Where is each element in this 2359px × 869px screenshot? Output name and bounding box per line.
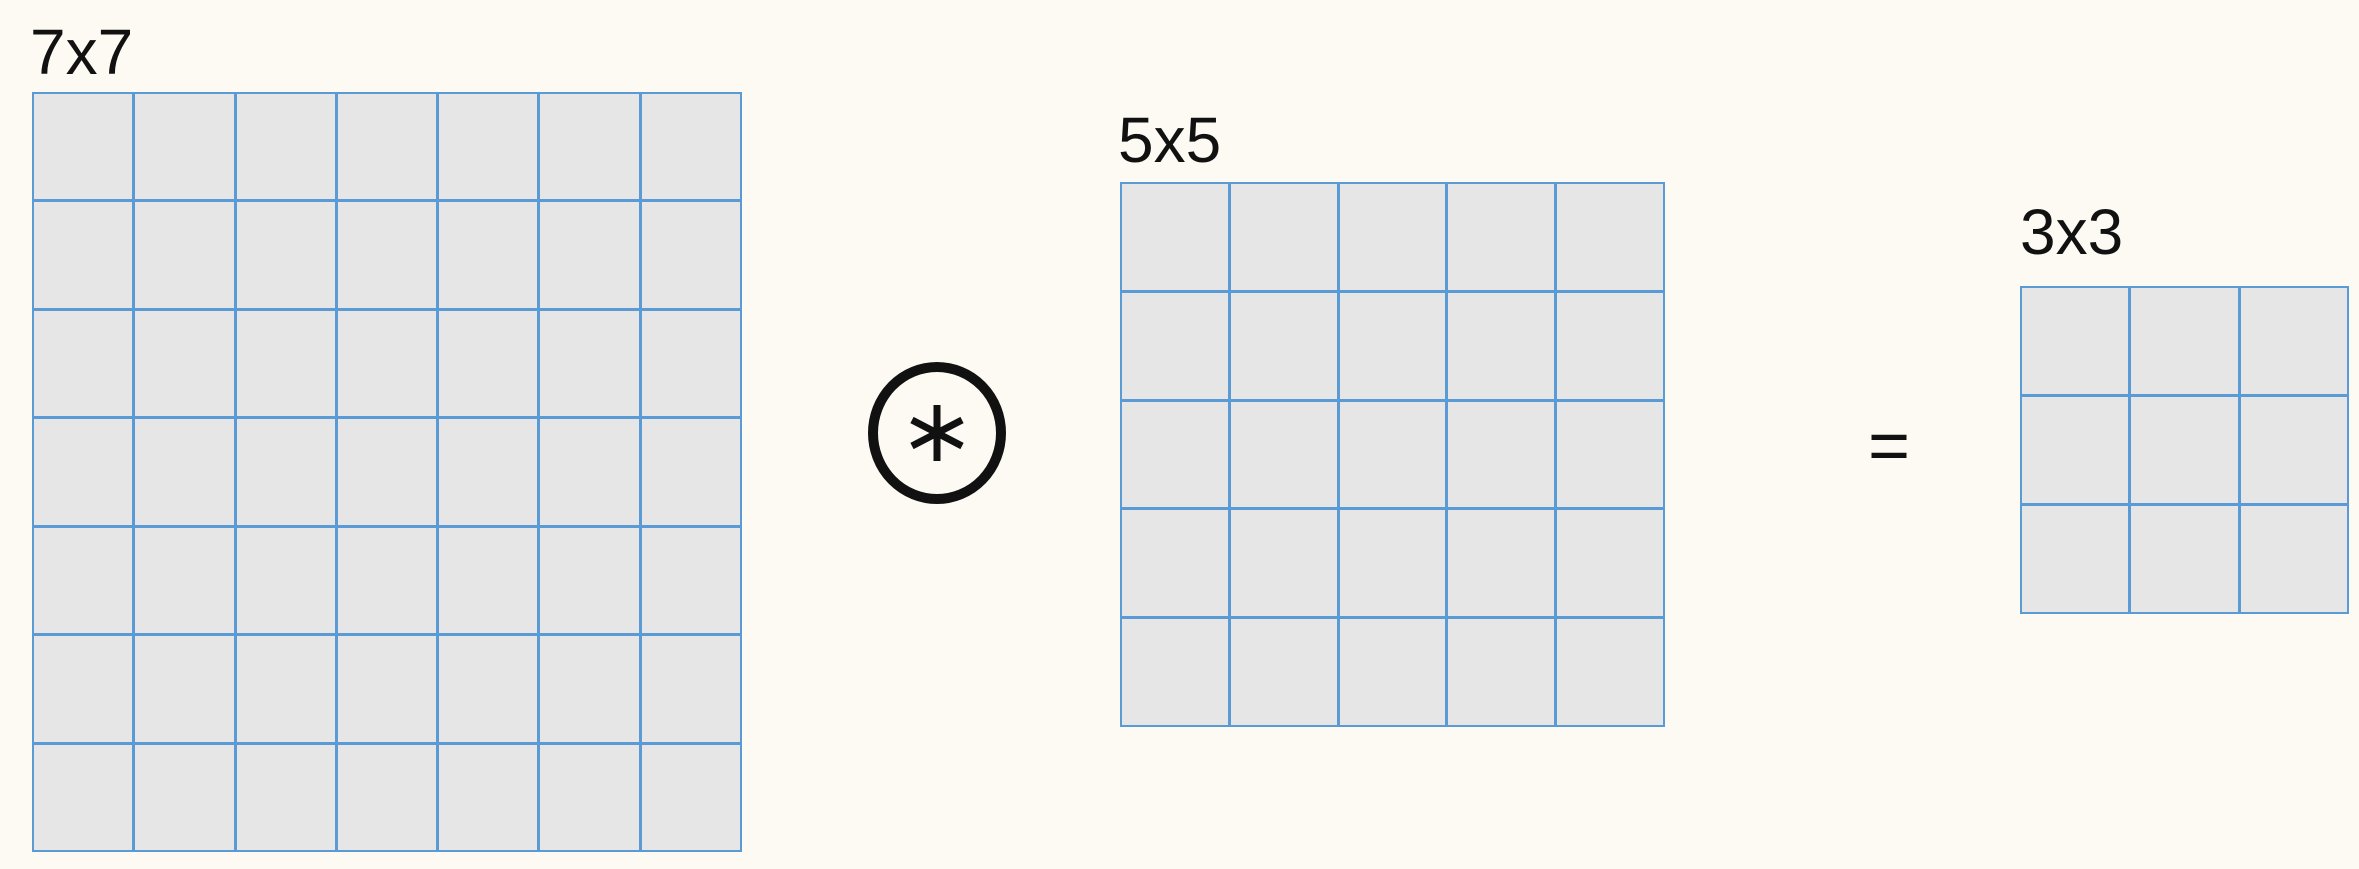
kernel-matrix-cell	[1122, 401, 1228, 508]
input-matrix-cell	[337, 202, 437, 308]
input-matrix-cell	[135, 419, 234, 525]
input-matrix-cell	[135, 527, 234, 634]
kernel-matrix-cell	[1448, 619, 1555, 725]
kernel-matrix-cell	[1230, 510, 1337, 617]
input-matrix-cell	[540, 94, 639, 200]
input-matrix-cell	[135, 94, 234, 200]
input-matrix-cell	[337, 744, 437, 850]
input-matrix-cell	[337, 636, 437, 742]
convolution-operator-icon	[868, 362, 1006, 504]
kernel-matrix-cell	[1339, 510, 1446, 617]
input-matrix-cell	[540, 636, 639, 742]
input-matrix-cell	[34, 202, 133, 308]
input-matrix-cell	[439, 310, 538, 417]
kernel-matrix-cell	[1557, 184, 1663, 290]
input-matrix-cell	[34, 419, 133, 525]
input-matrix-cell	[236, 527, 335, 634]
output-matrix-cell	[2022, 397, 2129, 503]
input-matrix-cell	[540, 527, 639, 634]
input-matrix-cell	[34, 527, 133, 634]
input-matrix-cell	[641, 202, 740, 308]
output-matrix-cell	[2022, 506, 2129, 612]
kernel-matrix-cell	[1448, 401, 1555, 508]
kernel-matrix-cell	[1339, 401, 1446, 508]
input-matrix-cell	[236, 94, 335, 200]
kernel-matrix-cell	[1122, 184, 1228, 290]
kernel-matrix-cell	[1230, 292, 1337, 399]
kernel-matrix-cell	[1557, 619, 1663, 725]
input-matrix-cell	[135, 744, 234, 850]
kernel-matrix-cell	[1230, 401, 1337, 508]
input-matrix-cell	[439, 744, 538, 850]
kernel-matrix-label: 5x5	[1118, 104, 1222, 176]
input-matrix-grid	[32, 92, 742, 852]
kernel-matrix-grid	[1120, 182, 1665, 727]
kernel-matrix-cell	[1448, 510, 1555, 617]
input-matrix-cell	[34, 636, 133, 742]
output-matrix-cell	[2240, 397, 2347, 503]
input-matrix-cell	[641, 94, 740, 200]
output-matrix-cell	[2131, 397, 2238, 503]
input-matrix-cell	[439, 636, 538, 742]
input-matrix-cell	[236, 310, 335, 417]
kernel-matrix-cell	[1122, 619, 1228, 725]
input-matrix-cell	[236, 419, 335, 525]
input-matrix-cell	[236, 744, 335, 850]
input-matrix-cell	[641, 744, 740, 850]
kernel-matrix-cell	[1339, 619, 1446, 725]
input-matrix-cell	[540, 202, 639, 308]
kernel-matrix-cell	[1448, 292, 1555, 399]
output-matrix-cell	[2240, 288, 2347, 394]
output-matrix-cell	[2022, 288, 2129, 394]
input-matrix-cell	[540, 744, 639, 850]
output-matrix-label: 3x3	[2020, 196, 2124, 268]
kernel-matrix-cell	[1448, 184, 1555, 290]
kernel-matrix-cell	[1230, 184, 1337, 290]
input-matrix-cell	[236, 636, 335, 742]
input-matrix-cell	[135, 202, 234, 308]
kernel-matrix-cell	[1557, 510, 1663, 617]
kernel-matrix-cell	[1557, 292, 1663, 399]
input-matrix-cell	[337, 419, 437, 525]
input-matrix-cell	[236, 202, 335, 308]
input-matrix-cell	[34, 94, 133, 200]
output-matrix-cell	[2131, 506, 2238, 612]
kernel-matrix-cell	[1557, 401, 1663, 508]
input-matrix-cell	[641, 310, 740, 417]
equals-sign: =	[1868, 406, 1911, 486]
output-matrix-grid	[2020, 286, 2349, 614]
kernel-matrix-cell	[1339, 292, 1446, 399]
kernel-matrix-cell	[1230, 619, 1337, 725]
input-matrix-cell	[641, 419, 740, 525]
input-matrix-cell	[337, 94, 437, 200]
input-matrix-cell	[34, 310, 133, 417]
input-matrix-cell	[337, 527, 437, 634]
input-matrix-cell	[439, 94, 538, 200]
input-matrix-cell	[540, 310, 639, 417]
kernel-matrix-cell	[1122, 292, 1228, 399]
input-matrix-cell	[439, 527, 538, 634]
input-matrix-cell	[641, 636, 740, 742]
input-matrix-cell	[540, 419, 639, 525]
input-matrix-cell	[641, 527, 740, 634]
input-matrix-cell	[337, 310, 437, 417]
kernel-matrix-cell	[1122, 510, 1228, 617]
input-matrix-cell	[135, 310, 234, 417]
kernel-matrix-cell	[1339, 184, 1446, 290]
input-matrix-cell	[135, 636, 234, 742]
output-matrix-cell	[2131, 288, 2238, 394]
input-matrix-cell	[439, 202, 538, 308]
output-matrix-cell	[2240, 506, 2347, 612]
input-matrix-cell	[34, 744, 133, 850]
input-matrix-label: 7x7	[30, 16, 134, 88]
input-matrix-cell	[439, 419, 538, 525]
